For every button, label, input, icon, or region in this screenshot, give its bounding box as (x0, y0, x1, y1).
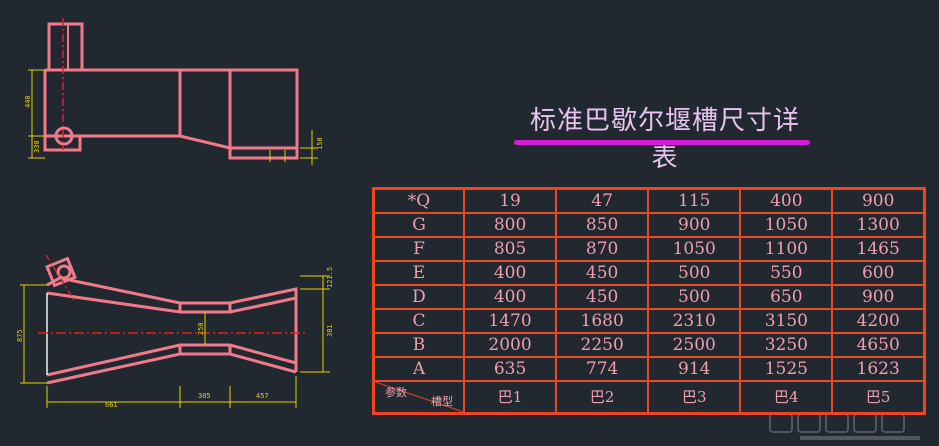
table-cell: 900 (831, 284, 926, 310)
dim-right-drop: 150 (316, 137, 324, 150)
plan-gauge-well (56, 264, 72, 280)
dim-inlet-length: 661 (105, 401, 118, 409)
plan-centerline-diagonal (45, 254, 75, 301)
type-cell: 巴3 (647, 380, 742, 415)
dim-throat-width: 250 (197, 322, 205, 335)
table-cell: 1100 (739, 236, 834, 262)
table-cell: 1465 (831, 236, 926, 262)
table-cell: 47 (555, 187, 650, 214)
table-cell: 19 (462, 187, 558, 214)
title-underline (514, 140, 810, 145)
table-cell: 1470 (462, 308, 558, 334)
table-cell: 900 (831, 187, 926, 214)
table-cell: 600 (831, 260, 926, 286)
table-row: G 800 850 900 1050 1300 (372, 212, 926, 238)
table-row: C 1470 1680 2310 3150 4200 (372, 308, 926, 334)
type-cell: 巴4 (739, 380, 834, 415)
table-cell: 635 (462, 356, 558, 382)
elevation-tower (47, 22, 84, 72)
plan-lower-wall (46, 343, 297, 377)
row-label: E (372, 260, 465, 286)
table-cell: 1050 (647, 236, 742, 262)
type-cell: 巴5 (831, 380, 926, 415)
table-cell: 774 (555, 356, 650, 382)
elevation-view (43, 22, 299, 160)
type-cell: 巴2 (555, 380, 650, 415)
table-cell: 1525 (739, 356, 834, 382)
watermark-logo (769, 413, 920, 440)
table-cell: 400 (462, 260, 558, 286)
dim-throat-length: 305 (198, 392, 211, 400)
table-cell: 1623 (831, 356, 926, 382)
table-cell: 2250 (555, 332, 650, 358)
plan-lower-wall-outer (46, 352, 297, 385)
corner-label-params: 参数 (385, 386, 407, 399)
row-label: D (372, 284, 465, 310)
table-cell: 450 (555, 260, 650, 286)
table-title: 标准巴歇尔堰槽尺寸详表 (529, 106, 800, 173)
table-cell: 550 (739, 260, 834, 286)
plan-gauge-well-box (45, 256, 77, 288)
table-cell: 900 (647, 212, 742, 238)
table-cell: 115 (647, 187, 742, 214)
elevation-outlet-lip (228, 148, 299, 160)
table-cell: 1680 (555, 308, 650, 334)
elevation-gauge-well (54, 126, 74, 146)
table-cell: 400 (739, 187, 834, 214)
table-cell: 1050 (739, 212, 834, 238)
table-cell: 3250 (739, 332, 834, 358)
table-cell: 500 (647, 284, 742, 310)
table-cell: 450 (555, 284, 650, 310)
row-label: B (372, 332, 465, 358)
table-cell: 4650 (831, 332, 926, 358)
plan-view (45, 256, 298, 385)
dim-right-top: 121.5 (326, 267, 334, 288)
dim-left-width: 875 (16, 329, 24, 342)
row-label: A (372, 356, 465, 382)
table-cell: 870 (555, 236, 650, 262)
table-cell: 2000 (462, 332, 558, 358)
row-label: *Q (372, 187, 465, 214)
table-cell: 1300 (831, 212, 926, 238)
table-cell: 914 (647, 356, 742, 382)
dim-height: 440 (24, 95, 32, 108)
table-cell: 650 (739, 284, 834, 310)
table-cell: 800 (462, 212, 558, 238)
row-label: G (372, 212, 465, 238)
dimension-table: *Q 19 47 115 400 900 G 800 850 900 1050 … (372, 187, 926, 415)
plan-dimensions (20, 275, 330, 408)
dim-base: 330 (33, 140, 41, 153)
table-row-types: 参数 槽型 巴1 巴2 巴3 巴4 巴5 (372, 380, 926, 415)
table-row: A 635 774 914 1525 1623 (372, 356, 926, 382)
table-row: E 400 450 500 550 600 (372, 260, 926, 286)
table-corner-cell: 参数 槽型 (372, 380, 465, 415)
table-cell: 4200 (831, 308, 926, 334)
elevation-dimensions (28, 69, 318, 165)
table-cell: 400 (462, 284, 558, 310)
table-row: F 805 870 1050 1100 1465 (372, 236, 926, 262)
table-cell: 850 (555, 212, 650, 238)
table-cell: 2500 (647, 332, 742, 358)
table-row: *Q 19 47 115 400 900 (372, 187, 926, 214)
table-cell: 3150 (739, 308, 834, 334)
dim-outlet-length: 457 (256, 392, 269, 400)
dim-right-width: 381 (326, 324, 334, 337)
table-cell: 500 (647, 260, 742, 286)
corner-label-types: 槽型 (431, 395, 453, 408)
elevation-channel-outline (43, 68, 299, 150)
table-cell: 805 (462, 236, 558, 262)
row-label: C (372, 308, 465, 334)
table-row: B 2000 2250 2500 3250 4650 (372, 332, 926, 358)
row-label: F (372, 236, 465, 262)
table-cell: 2310 (647, 308, 742, 334)
table-row: D 400 450 500 650 900 (372, 284, 926, 310)
type-cell: 巴1 (462, 380, 558, 415)
